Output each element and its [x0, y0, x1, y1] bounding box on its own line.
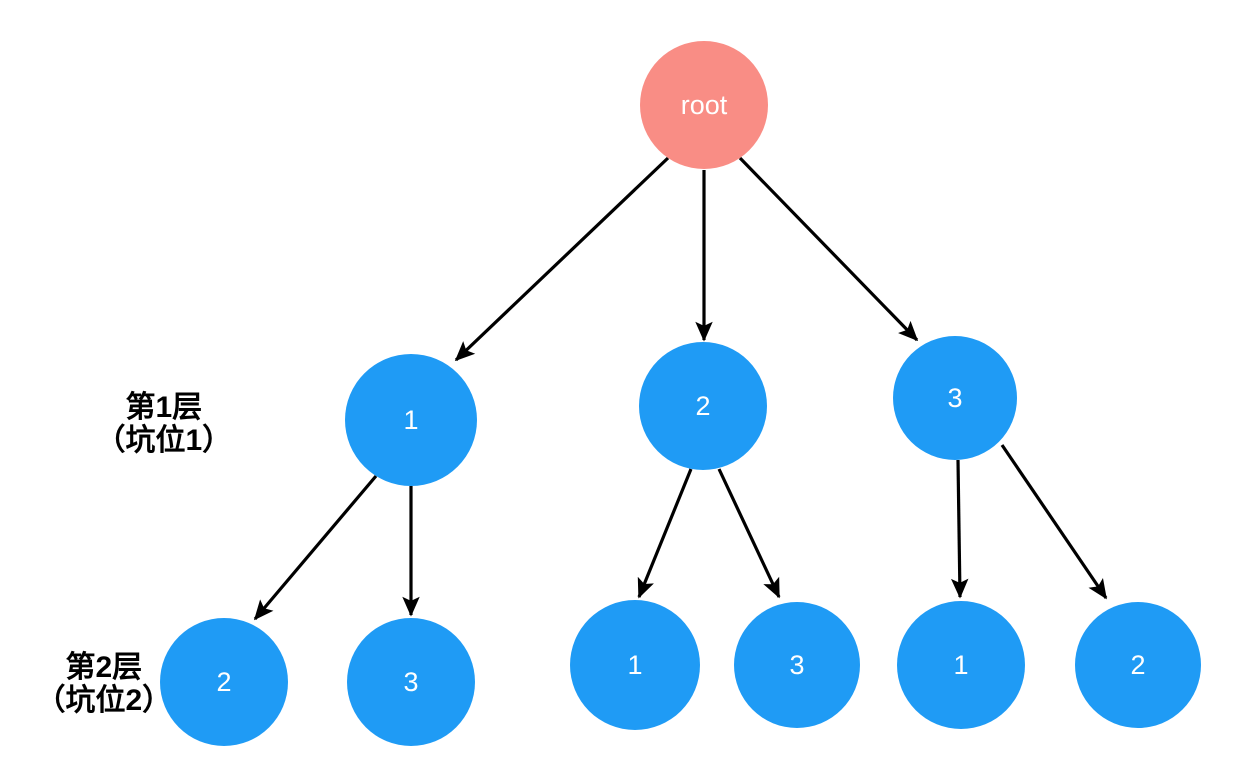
tree-node-l2-n2[interactable]: 3 — [347, 618, 475, 746]
tier-label-line-1: 第1层 — [125, 390, 203, 424]
tree-node-label: 2 — [695, 390, 711, 421]
tree-node-l2-n1[interactable]: 2 — [160, 618, 288, 746]
tree-node-l1-n3[interactable]: 3 — [893, 336, 1017, 460]
tree-edge — [454, 156, 670, 362]
tree-edge — [1000, 444, 1108, 600]
tree-node-l1-n1[interactable]: 1 — [345, 354, 477, 486]
tier-label-line-2: （坑位2） — [35, 684, 173, 718]
tree-node-label: 3 — [947, 382, 963, 413]
tree-node-label: 1 — [953, 649, 969, 680]
tree-edge — [717, 468, 781, 599]
tier-label-line-1: 第2层 — [65, 650, 143, 684]
tree-edge — [738, 156, 919, 342]
tree-edge — [253, 474, 378, 621]
tree-node-label: root — [680, 89, 728, 120]
tier-label-tier-1: 第1层（坑位1） — [96, 391, 233, 458]
tree-node-l1-n2[interactable]: 2 — [639, 342, 767, 470]
tree-node-label: 2 — [1130, 649, 1146, 680]
tree-node-label: 1 — [403, 404, 419, 435]
tree-node-label: 3 — [789, 649, 805, 680]
tree-node-l2-n6[interactable]: 2 — [1075, 602, 1201, 728]
tree-node-label: 1 — [627, 649, 643, 680]
tree-node-root[interactable]: root — [640, 41, 768, 169]
tree-edge — [637, 468, 693, 599]
tree-node-l2-n4[interactable]: 3 — [734, 602, 860, 728]
tree-node-label: 2 — [216, 666, 232, 697]
tree-node-label: 3 — [403, 666, 419, 697]
tier-label-tier-2: 第2层（坑位2） — [36, 651, 173, 718]
tree-node-l2-n3[interactable]: 1 — [570, 600, 700, 730]
tier-label-line-2: （坑位1） — [95, 424, 233, 458]
tree-node-l2-n5[interactable]: 1 — [897, 601, 1025, 729]
tree-edge — [951, 459, 969, 599]
